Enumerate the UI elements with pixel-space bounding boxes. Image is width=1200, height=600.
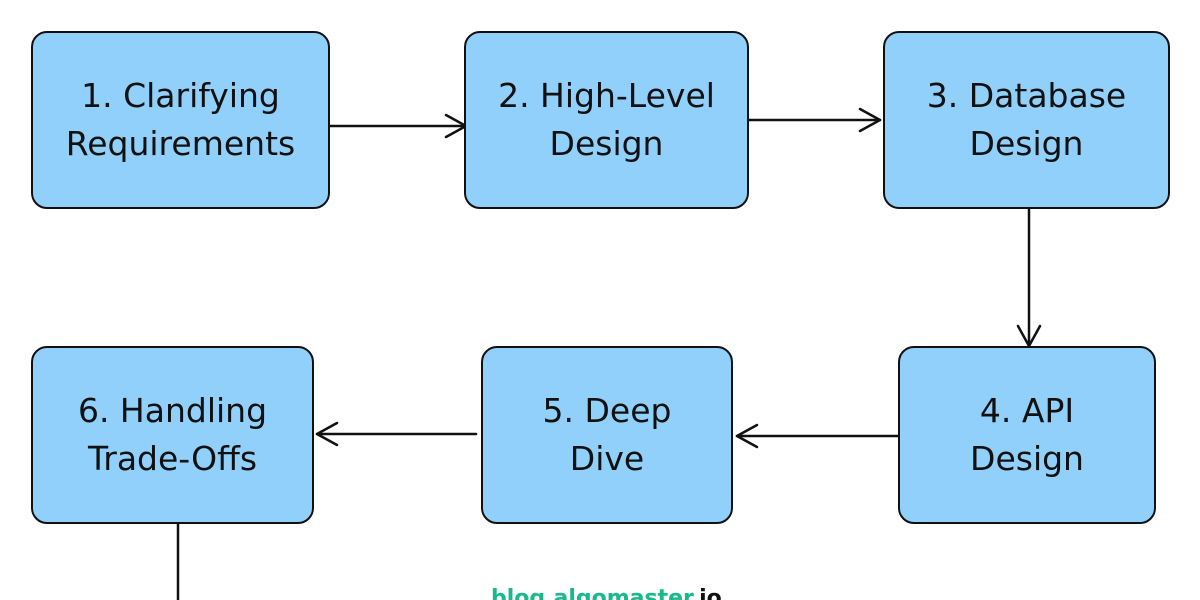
arrow-step5-to-step6 bbox=[315, 421, 478, 447]
step-clarifying-requirements: 1. Clarifying Requirements bbox=[31, 31, 330, 209]
step-label: 1. Clarifying Requirements bbox=[65, 76, 296, 163]
step-label: 4. API Design bbox=[970, 391, 1084, 478]
watermark: blog.algomaster.io bbox=[491, 586, 722, 600]
arrow-step2-to-step3 bbox=[747, 107, 882, 133]
arrow-step4-to-step5 bbox=[735, 423, 900, 449]
step-api-design: 4. API Design bbox=[898, 346, 1156, 524]
watermark-tld: .io bbox=[690, 586, 722, 600]
arrow-step3-to-step4 bbox=[1016, 207, 1042, 348]
step-handling-trade-offs: 6. Handling Trade-Offs bbox=[31, 346, 314, 524]
watermark-site: blog.algomaster bbox=[491, 586, 691, 600]
step-deep-dive: 5. Deep Dive bbox=[481, 346, 733, 524]
arrow-step1-to-step2 bbox=[328, 113, 468, 139]
step-high-level-design: 2. High-Level Design bbox=[464, 31, 749, 209]
step-database-design: 3. Database Design bbox=[883, 31, 1170, 209]
step-label: 2. High-Level Design bbox=[498, 76, 715, 163]
step-label: 5. Deep Dive bbox=[542, 391, 672, 478]
step-label: 3. Database Design bbox=[926, 76, 1127, 163]
step-label: 6. Handling Trade-Offs bbox=[77, 391, 268, 478]
